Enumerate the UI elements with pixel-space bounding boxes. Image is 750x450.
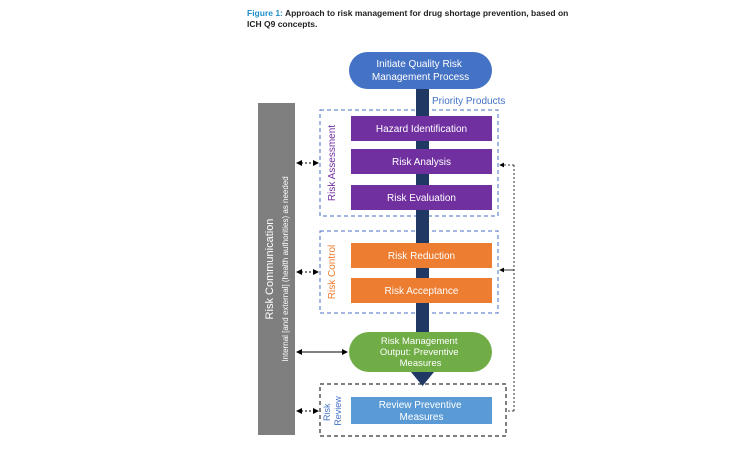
initiate-line-1: Initiate Quality Risk xyxy=(376,59,463,70)
priority-products-label: Priority Products xyxy=(432,96,505,107)
output-line-2: Output: Preventive xyxy=(380,347,459,358)
risk-communication-subtitle: Internal [and external] (health authorit… xyxy=(281,176,290,361)
output-line-1: Risk Management xyxy=(381,336,458,347)
svg-text:Initiate Quality Risk Mana: Initiate Quality Risk Management Process xyxy=(372,59,469,83)
output-line-3: Measures xyxy=(400,358,442,369)
review-preventive-measures-box xyxy=(351,397,492,424)
hazard-identification-box xyxy=(351,116,492,141)
risk-review-group xyxy=(319,383,507,437)
initiate-line-2: Management Process xyxy=(372,72,469,83)
risk-control-group xyxy=(319,230,499,314)
risk-analysis-text: Risk Analysis xyxy=(392,157,451,168)
risk-acceptance-text: Risk Acceptance xyxy=(385,286,459,297)
risk-management-output-node xyxy=(349,332,492,372)
risk-assessment-label: Risk Assessment xyxy=(327,125,338,201)
svg-text:Review Preventive Measure: Review Preventive Measures xyxy=(379,400,465,423)
risk-review-label-2: Review xyxy=(333,396,343,426)
figure-label: Figure 1: xyxy=(247,8,283,18)
risk-assessment-group xyxy=(319,109,499,217)
review-line-1: Review Preventive xyxy=(379,400,462,411)
review-line-2: Measures xyxy=(400,412,444,423)
risk-communication-label: Risk Communication xyxy=(264,219,276,320)
risk-evaluation-box xyxy=(351,185,492,210)
risk-analysis-box xyxy=(351,149,492,174)
risk-evaluation-text: Risk Evaluation xyxy=(387,193,456,204)
risk-control-label: Risk Control xyxy=(327,245,338,299)
risk-communication-bar xyxy=(258,103,295,435)
risk-reduction-text: Risk Reduction xyxy=(388,251,455,262)
risk-review-label-1: Risk xyxy=(322,403,332,421)
svg-text:Risk Management Output: P: Risk Management Output: Preventive Measu… xyxy=(380,336,461,369)
svg-text:Risk Review: Risk Review xyxy=(322,396,343,426)
spine-arrowhead xyxy=(411,372,434,386)
risk-reduction-box xyxy=(351,243,492,268)
figure-caption-text: Approach to risk management for drug sho… xyxy=(247,8,569,29)
hazard-identification-text: Hazard Identification xyxy=(376,124,467,135)
figure-caption: Figure 1: Approach to risk management fo… xyxy=(247,8,577,30)
initiate-node xyxy=(349,52,492,89)
risk-acceptance-box xyxy=(351,278,492,303)
